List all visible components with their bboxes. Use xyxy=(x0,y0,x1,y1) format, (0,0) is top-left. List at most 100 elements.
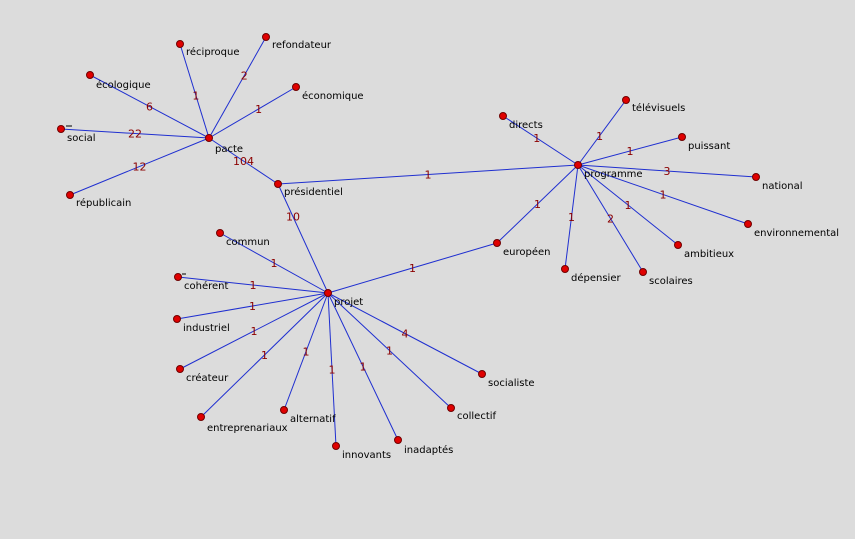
node-coherent[interactable] xyxy=(174,273,182,281)
edge-weight-projet-socialiste: 4 xyxy=(402,328,409,341)
edge-programme-environnemental xyxy=(577,164,749,225)
edge-weight-projet-coherent: 1 xyxy=(250,279,257,292)
node-label-coherent: cohérent xyxy=(184,280,228,292)
edge-projet-socialiste xyxy=(327,292,483,375)
edge-projet-europeen xyxy=(327,242,498,294)
node-innovants[interactable] xyxy=(332,442,340,450)
edge-projet-industriel xyxy=(176,292,329,320)
node-scolaires[interactable] xyxy=(639,268,647,276)
node-label-programme: programme xyxy=(584,169,643,180)
node-inadaptes[interactable] xyxy=(394,436,402,444)
edge-programme-national xyxy=(577,164,757,178)
node-label-inadaptes: inadaptés xyxy=(404,444,453,456)
edge-weight-presidentiel-projet: 10 xyxy=(286,211,300,224)
node-refondateur[interactable] xyxy=(262,33,270,41)
node-projet[interactable] xyxy=(324,289,332,297)
edge-programme-ambitieux xyxy=(577,164,679,246)
node-label-economique: économique xyxy=(302,90,364,102)
node-environnemental[interactable] xyxy=(744,220,752,228)
node-label-ecologique: écologique xyxy=(96,79,151,91)
edge-pacte-ecologique xyxy=(89,74,210,139)
node-label-createur: créateur xyxy=(186,372,229,384)
node-label-projet: projet xyxy=(334,297,363,308)
node-label-collectif: collectif xyxy=(457,411,497,422)
node-programme[interactable] xyxy=(574,161,582,169)
edge-weight-pacte-reciproque: 1 xyxy=(192,90,199,103)
node-label-presidentiel: présidentiel xyxy=(284,186,343,198)
node-label-scolaires: scolaires xyxy=(649,276,693,287)
node-label-industriel: industriel xyxy=(183,323,230,334)
node-label-reciproque: réciproque xyxy=(186,46,240,58)
node-label-social: social xyxy=(67,133,96,144)
edge-weight-programme-scolaires: 2 xyxy=(607,213,614,226)
edge-weight-programme-europeen: 1 xyxy=(534,198,541,211)
node-ambitieux[interactable] xyxy=(674,241,682,249)
node-label-refondateur: refondateur xyxy=(272,40,332,51)
edge-weight-pacte-refondateur: 2 xyxy=(241,69,248,82)
edge-projet-commun xyxy=(219,232,329,294)
node-entreprenariaux[interactable] xyxy=(197,413,205,421)
edge-projet-coherent xyxy=(177,276,329,294)
edge-weight-projet-inadaptes: 1 xyxy=(360,361,367,374)
edge-weight-projet-commun: 1 xyxy=(271,257,278,270)
edge-weight-programme-ambitieux: 1 xyxy=(625,199,632,212)
node-createur[interactable] xyxy=(176,365,184,373)
node-national[interactable] xyxy=(752,173,760,181)
edge-weight-projet-alternatif: 1 xyxy=(303,346,310,359)
node-label-alternatif: alternatif xyxy=(290,414,336,425)
node-republicain[interactable] xyxy=(66,191,74,199)
edge-weight-projet-createur: 1 xyxy=(251,325,258,338)
node-europeen[interactable] xyxy=(493,239,501,247)
edge-weight-programme-environnemental: 1 xyxy=(660,189,667,202)
edge-projet-entreprenariaux xyxy=(200,292,329,418)
node-presidentiel[interactable] xyxy=(274,180,282,188)
edge-projet-alternatif xyxy=(283,292,329,411)
edge-pacte-reciproque xyxy=(179,43,210,139)
edge-weight-projet-industriel: 1 xyxy=(249,300,256,313)
node-label-commun: commun xyxy=(226,237,270,248)
node-label-entreprenariaux: entreprenariaux xyxy=(207,423,288,434)
edge-pacte-republicain xyxy=(69,137,210,196)
node-label-depensier: dépensier xyxy=(571,272,621,284)
node-industriel[interactable] xyxy=(173,315,181,323)
edge-projet-createur xyxy=(179,292,329,370)
nodes-layer xyxy=(57,33,760,450)
node-socialiste[interactable] xyxy=(478,370,486,378)
node-commun[interactable] xyxy=(216,229,224,237)
edge-pacte-social xyxy=(60,128,210,139)
node-social[interactable] xyxy=(57,125,65,133)
edge-programme-depensier xyxy=(564,164,579,270)
node-economique[interactable] xyxy=(292,83,300,91)
node-televisuels[interactable] xyxy=(622,96,630,104)
node-label-innovants: innovants xyxy=(342,450,391,461)
node-label-pacte: pacte xyxy=(215,144,243,155)
node-directs[interactable] xyxy=(499,112,507,120)
edge-weight-projet-collectif: 1 xyxy=(386,345,393,358)
node-label-socialiste: socialiste xyxy=(488,378,535,389)
edges-layer xyxy=(60,36,757,447)
node-collectif[interactable] xyxy=(447,404,455,412)
edge-weight-programme-national: 3 xyxy=(664,165,671,178)
node-alternatif[interactable] xyxy=(280,406,288,414)
edge-weight-programme-puissant: 1 xyxy=(627,145,634,158)
edge-weight-pacte-ecologique: 6 xyxy=(146,101,153,114)
node-depensier[interactable] xyxy=(561,265,569,273)
edge-weight-projet-entreprenariaux: 1 xyxy=(261,349,268,362)
node-puissant[interactable] xyxy=(678,133,686,141)
edge-weight-programme-televisuels: 1 xyxy=(596,130,603,143)
node-ecologique[interactable] xyxy=(86,71,94,79)
edge-projet-inadaptes xyxy=(327,292,399,441)
node-label-directs: directs xyxy=(509,120,543,131)
edge-presidentiel-programme xyxy=(277,164,579,185)
node-pacte[interactable] xyxy=(205,134,213,142)
edge-weight-pacte-social: 22 xyxy=(128,128,142,141)
node-label-televisuels: télévisuels xyxy=(632,102,685,114)
edge-weight-projet-europeen: 1 xyxy=(409,262,416,275)
edge-programme-directs xyxy=(502,115,579,166)
edge-programme-europeen xyxy=(496,164,579,244)
edge-weight-pacte-republicain: 12 xyxy=(133,161,147,174)
node-label-ambitieux: ambitieux xyxy=(684,249,734,260)
node-reciproque[interactable] xyxy=(176,40,184,48)
